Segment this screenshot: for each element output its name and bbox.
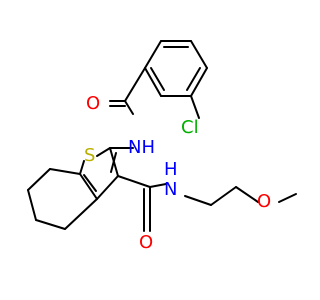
- bond: [49, 168, 81, 175]
- bond: [27, 168, 51, 191]
- bond: [79, 173, 98, 200]
- bond: [190, 67, 208, 97]
- bond: [83, 174, 97, 192]
- benzene-ring: [144, 40, 208, 97]
- aromatic-inner-bond: [150, 67, 165, 91]
- bond: [144, 40, 162, 69]
- hydrogen-side-label: H: [164, 159, 178, 180]
- thiophene-ring: [79, 147, 119, 200]
- bond: [64, 198, 98, 230]
- bond: [117, 175, 151, 188]
- bond: [35, 219, 66, 230]
- bond: [110, 152, 117, 173]
- bond: [79, 160, 85, 175]
- cyclohexene-ring: [27, 168, 98, 230]
- sulfur-atom-label: S: [84, 145, 95, 166]
- oxygen-bottom-label: O: [139, 232, 153, 253]
- oxygen-atom-label: O: [86, 93, 100, 114]
- bond: [235, 186, 259, 203]
- bond: [96, 147, 111, 157]
- oxygen-methoxy-label: O: [257, 191, 271, 212]
- bond: [27, 189, 37, 221]
- aromatic-inner-bond: [186, 67, 201, 91]
- nitrogen-atom-label: NH: [128, 137, 155, 158]
- chlorine-atom-label: Cl: [181, 117, 199, 138]
- bond: [96, 175, 119, 200]
- bond: [124, 67, 146, 102]
- bond: [278, 193, 297, 203]
- bond: [144, 67, 162, 97]
- nitrogen-side-label: N: [164, 179, 177, 200]
- bond: [190, 95, 200, 119]
- bond: [149, 183, 167, 188]
- bond: [210, 186, 237, 206]
- bond: [124, 100, 134, 115]
- bond: [190, 40, 208, 69]
- bond: [184, 195, 212, 206]
- molecule-diagram: O NH Cl S N H O O: [27, 40, 297, 253]
